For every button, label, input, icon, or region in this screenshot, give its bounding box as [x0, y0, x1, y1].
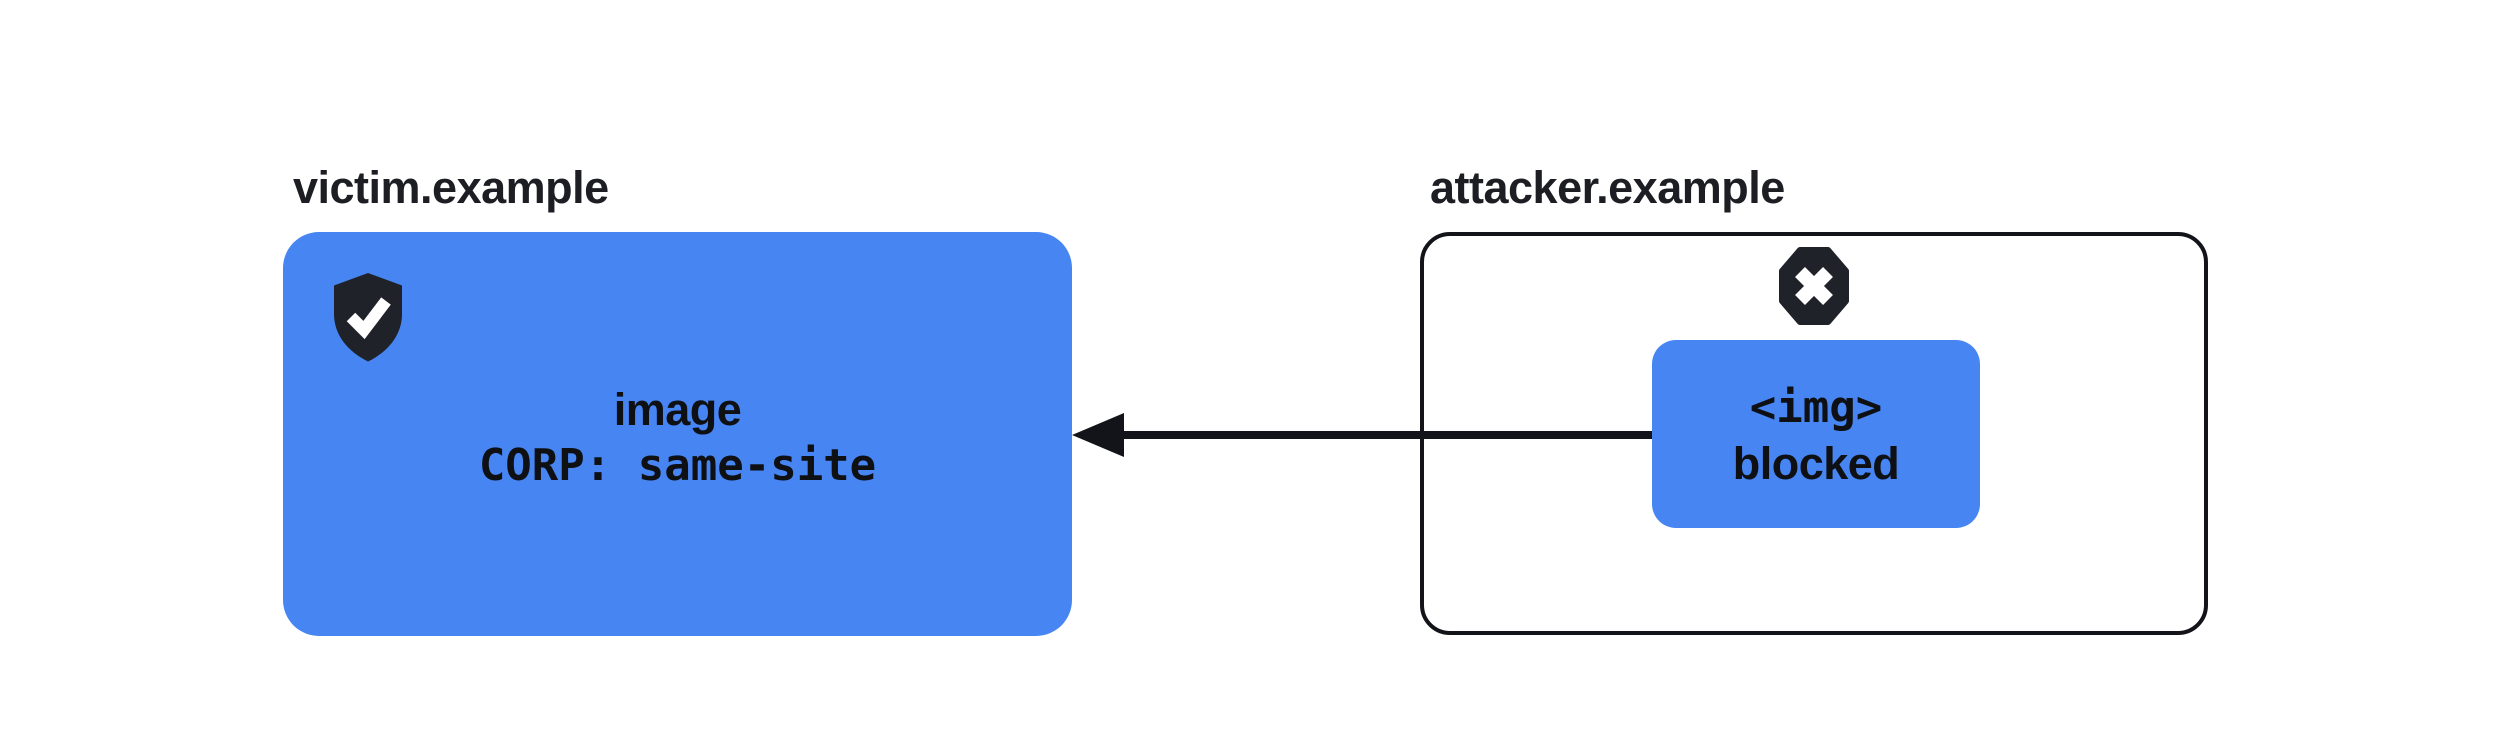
img-tag-label: <img> — [1749, 382, 1883, 433]
victim-domain-label: victim.example — [293, 162, 609, 213]
blocked-x-octagon-icon — [1779, 247, 1849, 325]
corp-header-label: CORP: same-site — [478, 440, 877, 491]
request-arrow-shaft — [1108, 431, 1652, 439]
blocked-status-label: blocked — [1732, 438, 1900, 489]
resource-type-label: image — [613, 384, 742, 435]
victim-site-box: image CORP: same-site — [283, 232, 1072, 636]
blocked-request-box: <img> blocked — [1652, 340, 1980, 528]
shield-check-icon — [334, 273, 402, 362]
attacker-domain-label: attacker.example — [1430, 162, 1785, 213]
request-arrow-head — [1072, 413, 1124, 457]
